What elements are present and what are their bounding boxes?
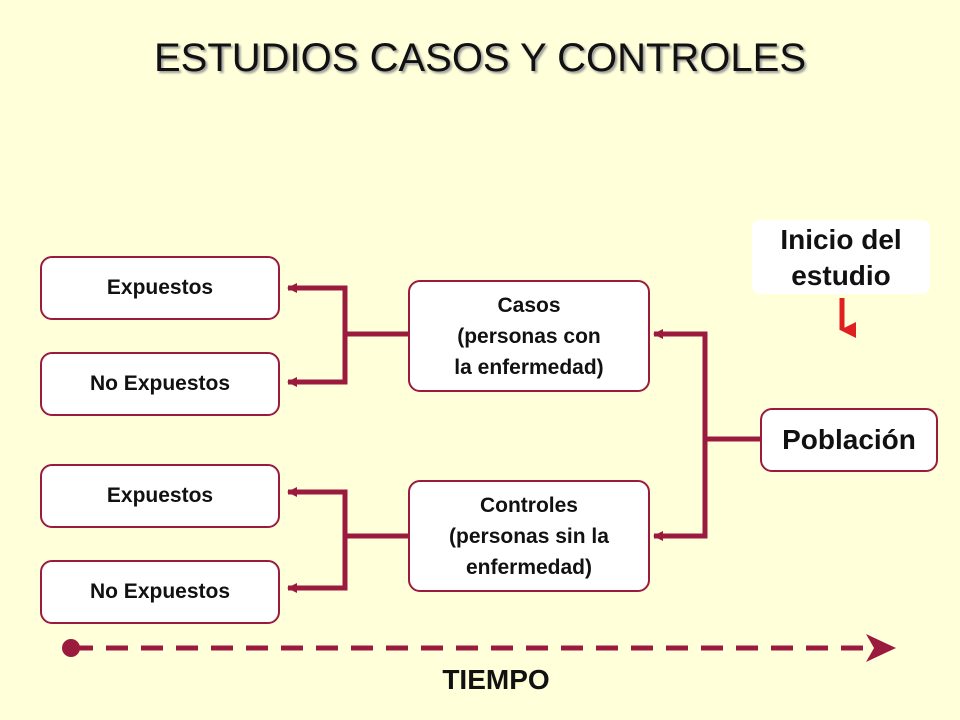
timeline-label: TIEMPO <box>442 664 550 695</box>
connector-to-no-expuestos-top <box>287 334 348 387</box>
box-no-expuestos-top: No Expuestos <box>40 352 280 416</box>
connector-to-controles <box>653 439 708 541</box>
timeline-arrowhead <box>866 634 896 662</box>
box-controles: Controles (personas sin la enfermedad) <box>408 480 650 592</box>
box-casos: Casos (personas con la enfermedad) <box>408 280 650 392</box>
connector-to-expuestos-bottom <box>287 487 348 536</box>
inicio-del-estudio-label: Inicio del estudio <box>752 220 930 294</box>
box-expuestos-top: Expuestos <box>40 256 280 320</box>
connector-to-expuestos-top <box>287 283 348 334</box>
page-title: ESTUDIOS CASOS Y CONTROLES <box>153 36 806 80</box>
box-expuestos-bottom: Expuestos <box>40 464 280 528</box>
box-no-expuestos-bottom: No Expuestos <box>40 560 280 624</box>
connector-to-casos <box>653 329 708 439</box>
connector-to-no-expuestos-bottom <box>287 536 348 593</box>
box-poblacion: Población <box>760 408 938 472</box>
